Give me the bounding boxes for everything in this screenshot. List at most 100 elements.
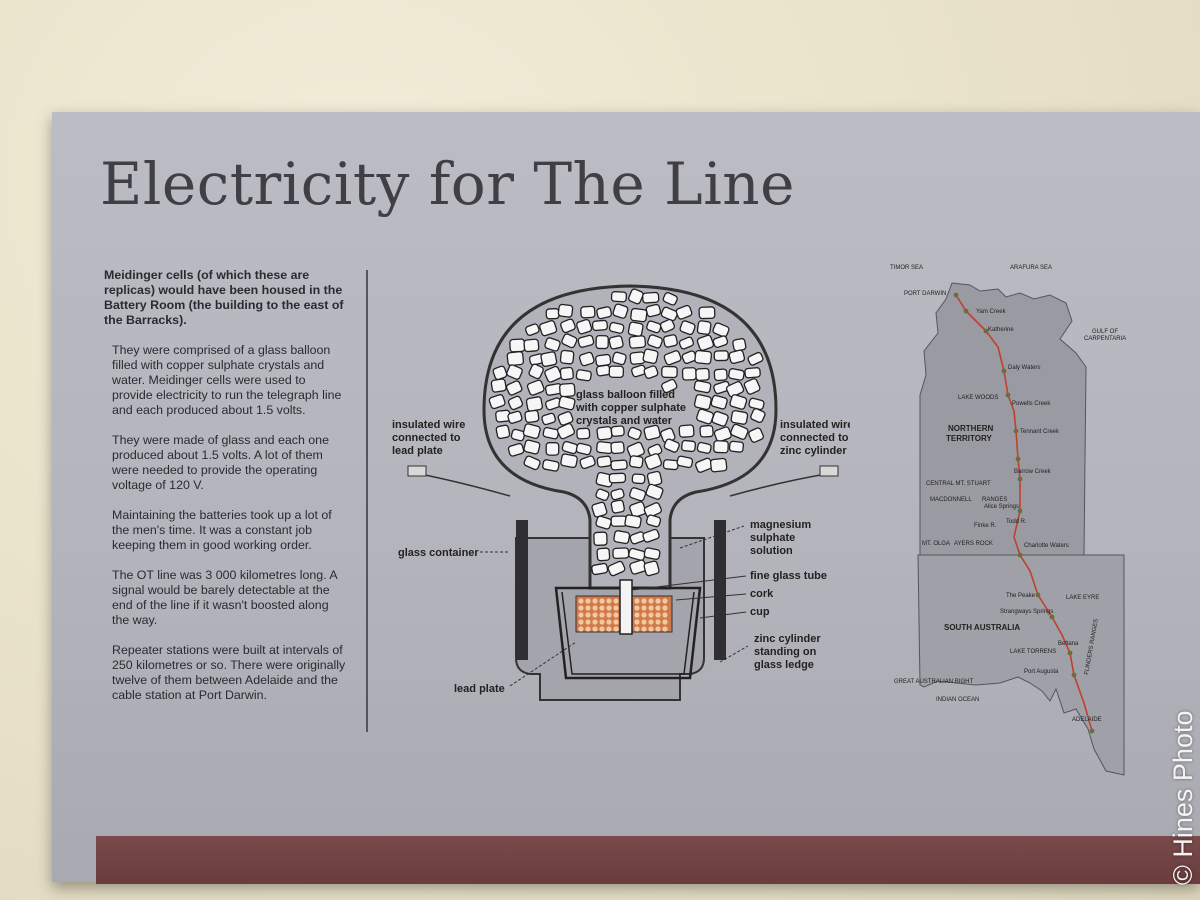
crystal bbox=[525, 323, 540, 336]
crystal bbox=[559, 366, 574, 381]
label-zinc: zinc cylinder standing on glass ledge bbox=[754, 633, 824, 671]
crystal bbox=[610, 425, 625, 437]
crystal bbox=[645, 303, 662, 318]
leader-cork bbox=[675, 593, 747, 601]
crystal bbox=[610, 488, 625, 501]
station-dot bbox=[1001, 368, 1007, 374]
crystal bbox=[595, 334, 609, 350]
copper-granule bbox=[641, 626, 647, 632]
crystal bbox=[743, 378, 761, 395]
copper-granule bbox=[634, 626, 640, 632]
copper-granule bbox=[585, 612, 591, 618]
copper-granule bbox=[578, 612, 584, 618]
copper-granule bbox=[634, 612, 640, 618]
crystal bbox=[628, 335, 647, 349]
crystal bbox=[725, 381, 745, 398]
station-dot bbox=[1013, 428, 1019, 434]
crystal bbox=[693, 393, 712, 411]
copper-granule bbox=[648, 612, 654, 618]
copper-granule bbox=[606, 612, 612, 618]
crystal bbox=[713, 350, 729, 362]
copper-granule bbox=[641, 605, 647, 611]
map-arafura-sea: ARAFURA SEA bbox=[1010, 265, 1052, 271]
map-mt-olga: MT. OLGA bbox=[922, 541, 950, 547]
northern-territory-region bbox=[919, 282, 1087, 556]
crystal bbox=[523, 455, 541, 471]
crystal bbox=[559, 349, 575, 365]
crystal bbox=[730, 410, 749, 425]
map-port-darwin: PORT DARWIN bbox=[904, 291, 946, 297]
crystal bbox=[608, 335, 624, 350]
copper-granule bbox=[655, 612, 661, 618]
station-dot bbox=[1071, 672, 1077, 678]
map-yam-creek: Yam Creek bbox=[976, 309, 1007, 315]
crystal bbox=[611, 351, 627, 366]
copper-granule bbox=[655, 626, 661, 632]
crystal bbox=[575, 442, 592, 456]
crystal bbox=[579, 455, 596, 470]
crystal bbox=[610, 441, 625, 455]
crystal bbox=[523, 439, 541, 455]
telegraph-route bbox=[955, 294, 1093, 732]
crystal bbox=[558, 395, 576, 411]
copper-granule bbox=[662, 612, 668, 618]
paragraph-composition: They were comprised of a glass balloon f… bbox=[112, 343, 342, 417]
crystal bbox=[509, 338, 526, 353]
station-dot bbox=[953, 292, 959, 298]
crystal bbox=[544, 365, 562, 383]
copper-granule bbox=[578, 605, 584, 611]
text-column: Meidinger cells (of which these are repl… bbox=[104, 268, 349, 718]
label-wire-left: insulated wire connected to lead plate bbox=[392, 419, 468, 457]
crystal bbox=[526, 379, 545, 396]
map-barrow-creek: Barrow Creek bbox=[1014, 469, 1052, 475]
crystal bbox=[557, 303, 574, 318]
leader-magnesium bbox=[679, 525, 745, 549]
fine-glass-tube bbox=[619, 579, 633, 635]
crystal bbox=[541, 412, 556, 426]
crystal bbox=[698, 306, 716, 320]
copper-granule bbox=[585, 605, 591, 611]
plaque-title: Electricity for The Line bbox=[100, 150, 795, 218]
crystal bbox=[712, 335, 729, 348]
map-beltana: Beltana bbox=[1058, 641, 1079, 647]
map-the-peake: The Peake bbox=[1006, 593, 1036, 599]
crystal bbox=[631, 473, 646, 485]
crystal bbox=[561, 333, 578, 349]
station-dot bbox=[1005, 392, 1011, 398]
map-adelaide: ADELAIDE bbox=[1072, 717, 1102, 723]
map-tennant-creek: Tennant Creek bbox=[1020, 429, 1060, 435]
crystal bbox=[488, 394, 506, 410]
station-dot bbox=[1017, 508, 1023, 514]
crystal bbox=[596, 455, 612, 468]
crystal bbox=[610, 459, 628, 471]
crystal bbox=[675, 304, 693, 320]
crystal bbox=[645, 514, 662, 528]
copper-granule bbox=[592, 619, 598, 625]
crystal bbox=[679, 320, 696, 336]
paragraph-repeaters: Repeater stations were built at interval… bbox=[112, 643, 346, 702]
crystal bbox=[643, 502, 663, 518]
map-alice-springs: Alice Springs bbox=[984, 504, 1019, 510]
label-magnesium: magnesium sulphate solution bbox=[750, 519, 814, 557]
copper-granule bbox=[613, 605, 619, 611]
map-lake-woods: LAKE WOODS bbox=[958, 395, 998, 401]
crystal bbox=[627, 321, 644, 337]
crystal bbox=[643, 424, 661, 441]
crystal bbox=[696, 334, 715, 351]
copper-granule bbox=[606, 619, 612, 625]
copper-granule bbox=[648, 626, 654, 632]
copper-granule bbox=[641, 619, 647, 625]
crystal bbox=[628, 288, 644, 305]
crystal bbox=[647, 334, 663, 349]
container-left-wall bbox=[516, 520, 528, 660]
label-wire-right: insulated wire connected to zinc cylinde… bbox=[780, 419, 850, 457]
map-strangways-springs: Strangways Springs bbox=[1000, 609, 1053, 615]
map-port-augusta: Port Augusta bbox=[1024, 669, 1059, 675]
crystal bbox=[591, 562, 609, 576]
map-northern-territory: NORTHERN TERRITORY bbox=[946, 424, 996, 443]
crystal bbox=[492, 365, 508, 381]
paragraph-line-length: The OT line was 3 000 kilometres long. A… bbox=[112, 568, 337, 627]
map-indian-ocean: INDIAN OCEAN bbox=[936, 697, 979, 703]
map-powells-creek: Powells Creek bbox=[1012, 401, 1051, 407]
map-daly-waters: Daly Waters bbox=[1008, 365, 1040, 371]
